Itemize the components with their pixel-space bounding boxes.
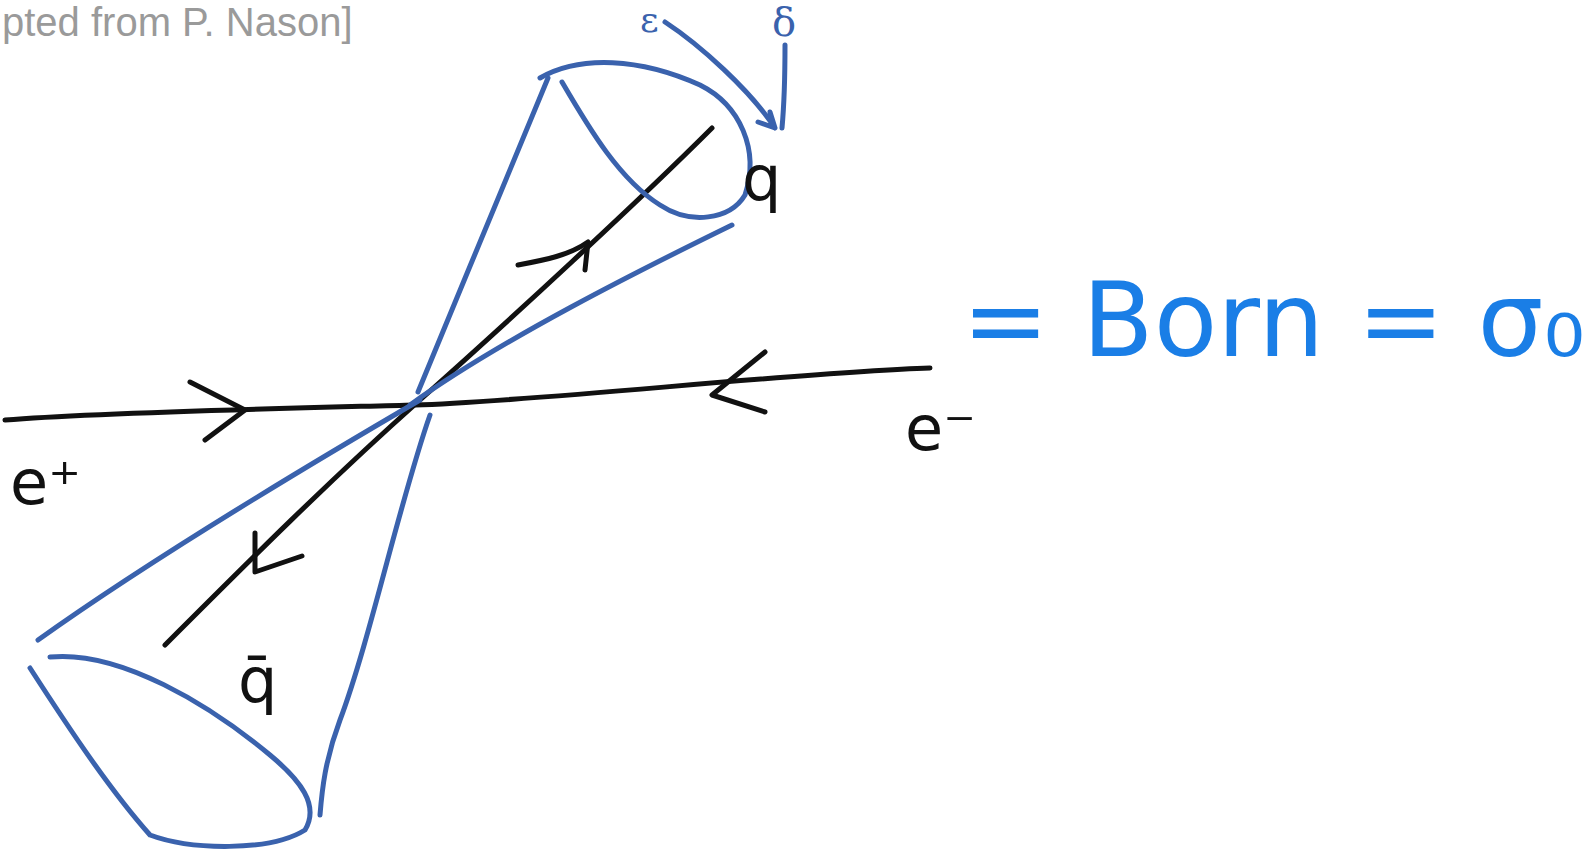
leader-arrow xyxy=(665,22,775,128)
electron-arrow xyxy=(712,352,765,412)
quark-label: q xyxy=(742,148,781,210)
born-cross-section: = Born = σ₀ xyxy=(962,268,1585,372)
angle-symbol: δ xyxy=(772,2,796,42)
cone-rim xyxy=(540,63,750,218)
attribution-note: pted from P. Nason] xyxy=(2,2,353,42)
antiquark-label: q̄ xyxy=(238,650,277,712)
leader-line xyxy=(782,45,785,128)
antiquark-arrow xyxy=(255,533,302,572)
cone-edge xyxy=(38,400,420,640)
cone-edge xyxy=(418,78,548,392)
positron-arrow xyxy=(190,382,245,440)
angle-symbol: ε xyxy=(640,2,659,38)
cone-edge xyxy=(410,225,732,405)
cone-edge xyxy=(320,415,430,815)
particle-label: e⁻ xyxy=(905,398,976,460)
quark-arrow xyxy=(518,242,588,270)
electron-beam-line xyxy=(5,368,930,420)
particle-label: e⁺ xyxy=(10,452,81,514)
